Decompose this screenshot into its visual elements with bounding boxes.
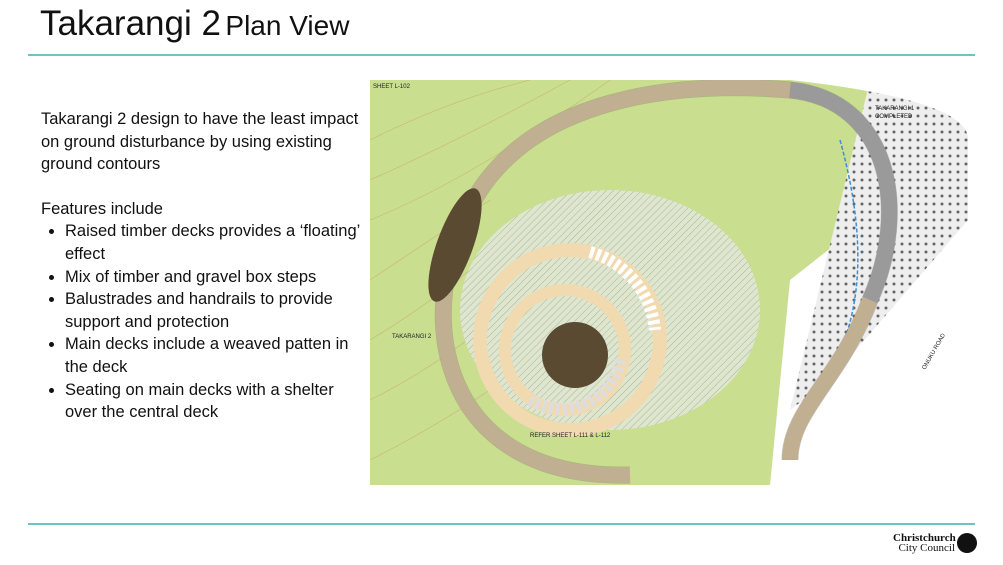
logo-line1: Christchurch [893,532,956,544]
title-sub: Plan View [225,10,350,41]
council-logo: Christchurch City Council [893,532,956,554]
box-steps [588,246,661,331]
bottom-divider [28,523,975,525]
plan-view-drawing: SHEET L-102 TAKARANGI 1 COMPLETED TAKARA… [370,80,968,485]
title-main: Takarangi 2 [40,4,221,43]
middle-ring [473,243,667,437]
features-heading: Features include [41,199,163,218]
completed-label: COMPLETED [875,114,913,120]
contour-lines [370,80,611,461]
slide-title: Takarangi 2 Plan View [40,4,349,44]
feature-item: Raised timber decks provides a ‘floating… [65,220,361,265]
central-deck [542,322,608,388]
platform-deck [428,188,482,302]
refer-label: REFER SHEET L-111 & L-112 [530,433,611,439]
cathedral-logo-icon [957,533,977,553]
takarangi1-label: TAKARANGI 1 [875,106,915,112]
outer-path [435,80,898,484]
feature-item: Balustrades and handrails to provide sup… [65,288,361,333]
intro-text: Takarangi 2 design to have the least imp… [41,110,359,174]
asphalt-path [789,82,898,304]
body-text: Takarangi 2 design to have the least imp… [41,108,361,424]
feature-item: Mix of timber and gravel box steps [65,266,361,289]
logo-line2: City Council [898,542,955,554]
takarangi2-label: TAKARANGI 2 [392,334,432,340]
top-divider [28,54,975,56]
feature-item: Seating on main decks with a shelter ove… [65,379,361,424]
feature-item: Main decks include a weaved patten in th… [65,333,361,378]
features-list: Raised timber decks provides a ‘floating… [41,220,361,423]
sheet-label: SHEET L-102 [373,84,411,90]
